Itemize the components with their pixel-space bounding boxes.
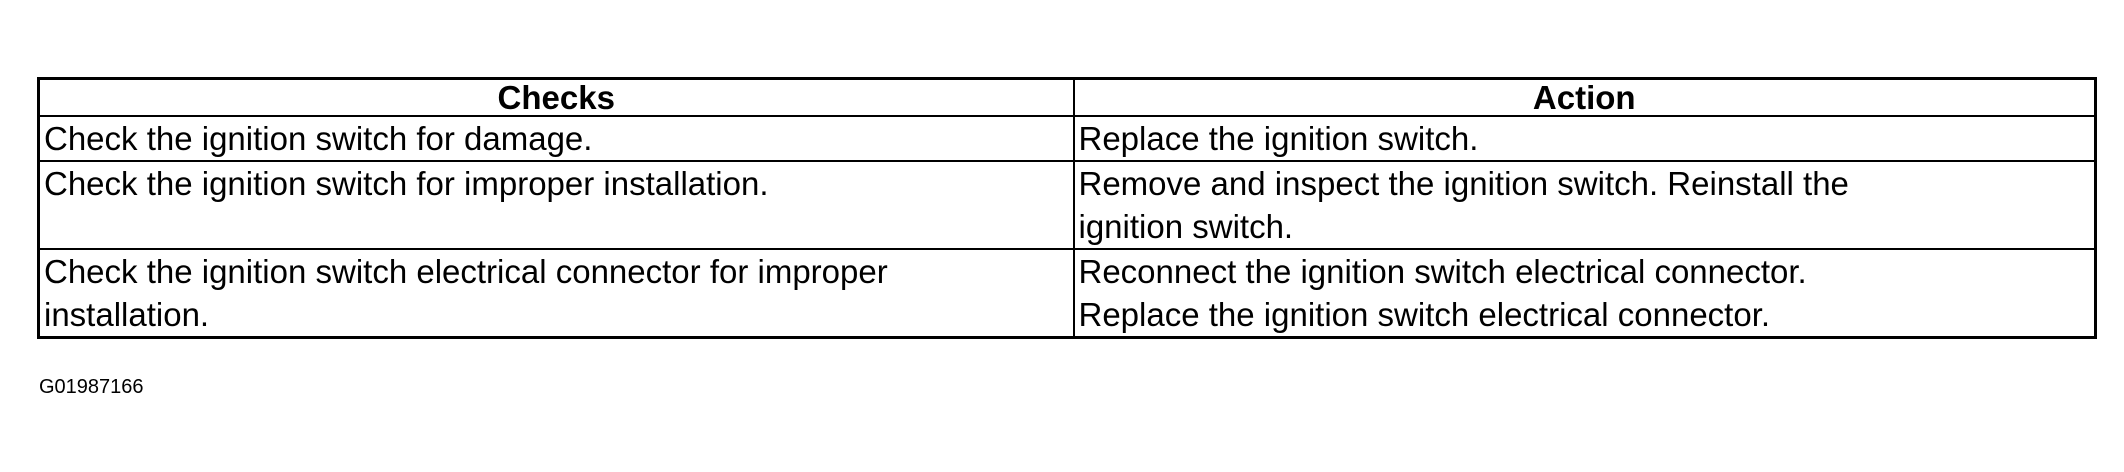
diagnostic-table: Checks Action Check the ignition switch …	[37, 77, 2097, 339]
column-header-checks: Checks	[37, 77, 1075, 117]
figure-id-label: G01987166	[39, 376, 144, 398]
check-cell: Check the ignition switch for damage.	[37, 115, 1075, 162]
table-row: Check the ignition switch electrical con…	[37, 248, 2097, 339]
check-cell: Check the ignition switch for improper i…	[37, 160, 1075, 250]
column-header-action: Action	[1072, 77, 2097, 117]
table-row: Check the ignition switch for improper i…	[37, 160, 2097, 250]
action-cell: Remove and inspect the ignition switch. …	[1072, 160, 2097, 250]
action-cell: Replace the ignition switch.	[1072, 115, 2097, 162]
table-row: Check the ignition switch for damage. Re…	[37, 115, 2097, 162]
action-cell: Reconnect the ignition switch electrical…	[1072, 248, 2097, 339]
check-cell: Check the ignition switch electrical con…	[37, 248, 1075, 339]
diagnostic-table-container: Checks Action Check the ignition switch …	[37, 77, 2097, 339]
table-header-row: Checks Action	[37, 77, 2097, 117]
